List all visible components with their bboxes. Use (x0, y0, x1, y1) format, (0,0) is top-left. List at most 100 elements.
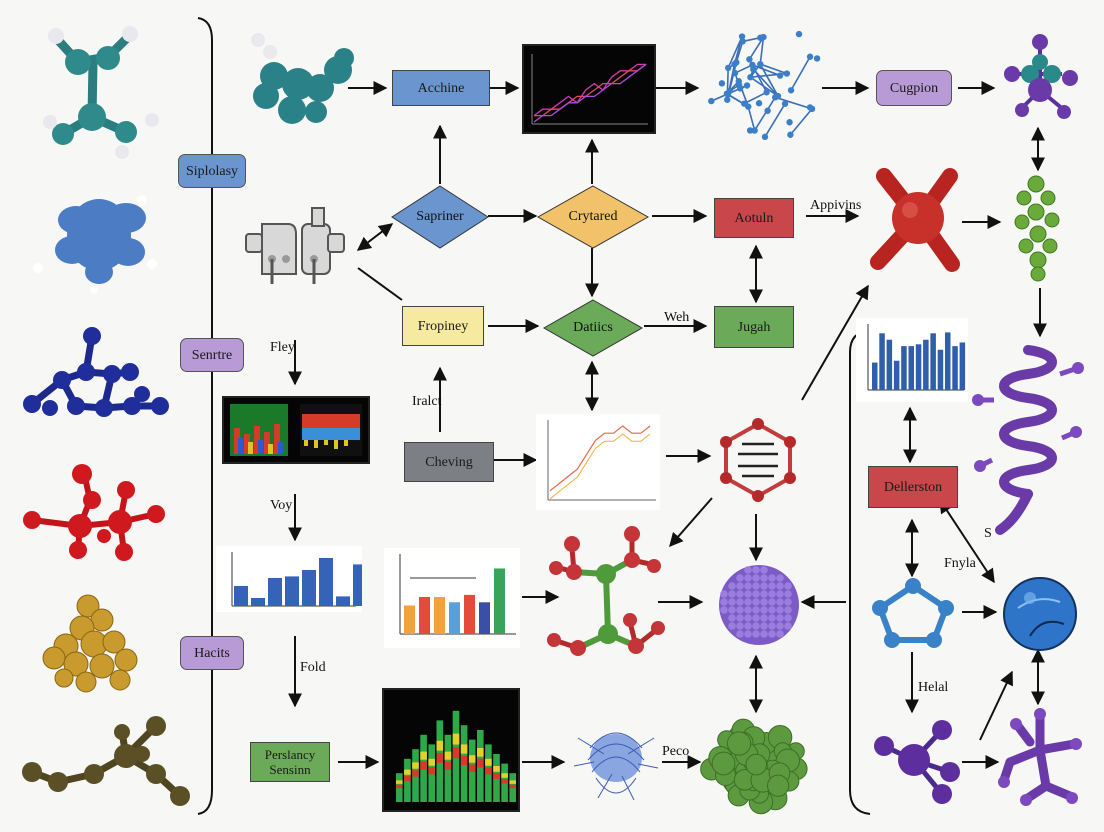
mesh-node (746, 56, 753, 63)
mesh-edge (753, 96, 776, 131)
bar (234, 586, 248, 606)
bar (952, 346, 958, 390)
nano-bead (744, 582, 752, 590)
network-mesh-icon (708, 30, 821, 141)
mesh-edge (743, 91, 767, 105)
right-bar-chart-panel (856, 318, 968, 402)
nano-bead (736, 598, 744, 606)
mesh-node (781, 100, 789, 107)
mesh-edge (759, 63, 788, 75)
nano-bead (776, 582, 784, 590)
mesh-edge (734, 64, 753, 74)
green-globule-icon (700, 718, 808, 815)
series-line (549, 425, 651, 492)
nano-bead (784, 622, 792, 630)
series-line (534, 63, 647, 117)
nano-bead (784, 590, 792, 598)
peco-edge-label: Peco (662, 744, 690, 759)
mesh-node (795, 30, 803, 38)
mesh-node (724, 64, 732, 72)
bar (879, 333, 885, 390)
datiics-diamond: Datiics (542, 298, 644, 358)
nano-bead (784, 606, 792, 614)
purple-tetra-molecule-icon (874, 720, 960, 804)
nano-bead (784, 598, 792, 606)
bar (434, 597, 445, 634)
nano-bead (760, 566, 768, 574)
bar-segment (444, 761, 452, 770)
nano-bead (728, 622, 736, 630)
mesh-node (735, 81, 743, 89)
bar (404, 605, 415, 634)
bar-segment (468, 755, 476, 763)
siplolasy-label: Siplolasy (178, 154, 246, 188)
mesh-edge (749, 76, 779, 97)
bar-segment (493, 766, 500, 772)
nano-bead (760, 582, 768, 590)
nano-bead (744, 606, 752, 614)
mesh-edge (735, 41, 744, 63)
bar-segment (404, 769, 411, 775)
datiics-label: Datiics (573, 320, 613, 335)
mesh-node (733, 59, 740, 66)
blue-protein-icon (33, 195, 157, 294)
sapriner-label: Sapriner (416, 209, 464, 224)
mesh-node (738, 33, 746, 40)
mesh-edge (759, 63, 779, 97)
hexagon-ring-icon (720, 418, 796, 502)
mesh-node (787, 87, 795, 94)
bar (449, 602, 460, 634)
nano-bead (768, 574, 776, 582)
mesh-node (757, 34, 764, 41)
nano-bead (768, 598, 776, 606)
nano-bead (736, 582, 744, 590)
nano-bead (736, 630, 744, 638)
nano-bead (736, 574, 744, 582)
purple-tetra-molecule-icon (1004, 34, 1078, 119)
mesh-node (776, 72, 784, 79)
cheving-box: Cheving (404, 442, 494, 482)
nano-bead (744, 590, 752, 598)
nano-bead (744, 630, 752, 638)
nano-bead (768, 606, 776, 614)
senrtre-label: Senrtre (180, 338, 244, 372)
series-line (533, 63, 646, 117)
aotuln-box: Aotuln (714, 198, 794, 238)
nano-bead (744, 622, 752, 630)
mesh-node (726, 87, 733, 95)
bar-segment (412, 770, 419, 777)
nano-bead (768, 590, 776, 598)
red-sphere-icon (870, 168, 960, 272)
mesh-edge (747, 106, 756, 131)
bar-segment (501, 773, 508, 778)
left-bracket (197, 17, 213, 815)
green-chain-icon (547, 526, 665, 656)
mesh-node (746, 127, 754, 134)
bar (872, 362, 878, 390)
nano-bead (744, 598, 752, 606)
multi-bar-chart-panel (384, 548, 520, 648)
teal-molecule-icon (251, 33, 354, 124)
nano-bead (760, 630, 768, 638)
top-line-chart (531, 54, 648, 125)
bar-segment (509, 780, 516, 784)
mesh-node (787, 131, 794, 138)
mesh-node (755, 100, 763, 107)
bar (937, 349, 944, 390)
mesh-node (786, 119, 793, 126)
nano-bead (776, 614, 784, 622)
nano-bead (736, 622, 744, 630)
mesh-node (751, 127, 758, 134)
bar-segment (452, 733, 460, 745)
series-line (549, 433, 651, 500)
cugpion-box: Cugpion (876, 70, 952, 106)
nano-bead (760, 606, 768, 614)
mesh-node (783, 70, 791, 77)
nano-bead (720, 606, 728, 614)
bar-segment (436, 753, 444, 763)
mesh-edge (752, 64, 781, 77)
mesh-node (731, 69, 739, 77)
white-line-chart (547, 420, 656, 501)
mesh-node (724, 96, 731, 103)
nano-bead (728, 590, 736, 598)
